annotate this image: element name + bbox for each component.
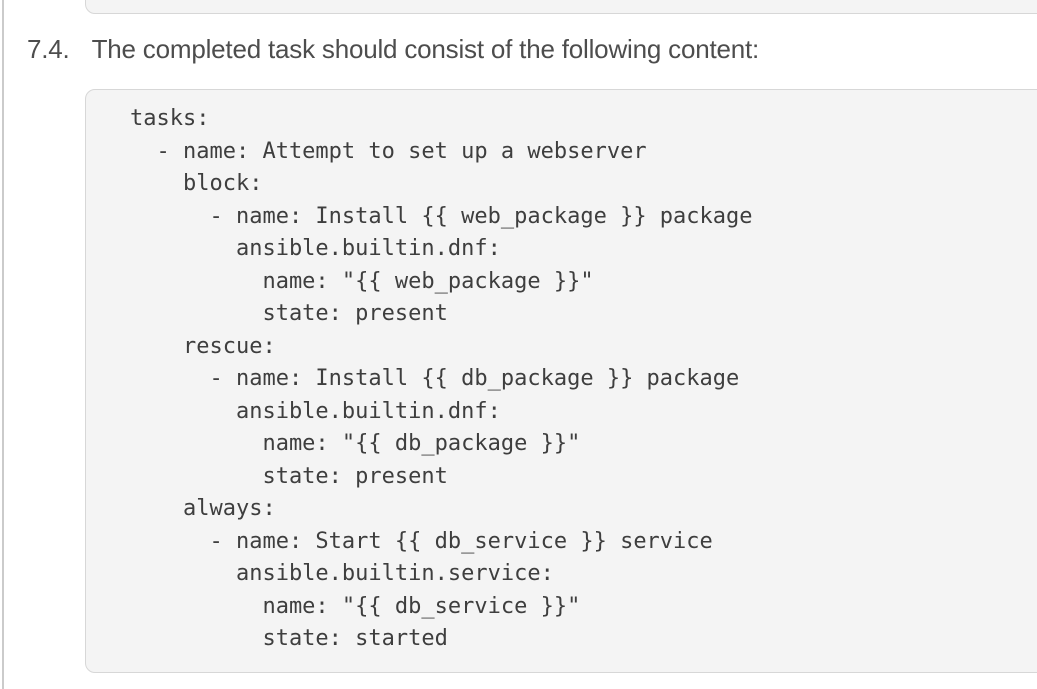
window-edge-line xyxy=(2,0,4,689)
step-item: 7.4. The completed task should consist o… xyxy=(27,34,759,65)
yaml-code-block: tasks: - name: Attempt to set up a webse… xyxy=(85,89,1037,673)
step-number: 7.4. xyxy=(27,34,70,64)
previous-code-block-fragment xyxy=(85,0,1037,14)
step-heading: The completed task should consist of the… xyxy=(91,34,760,64)
